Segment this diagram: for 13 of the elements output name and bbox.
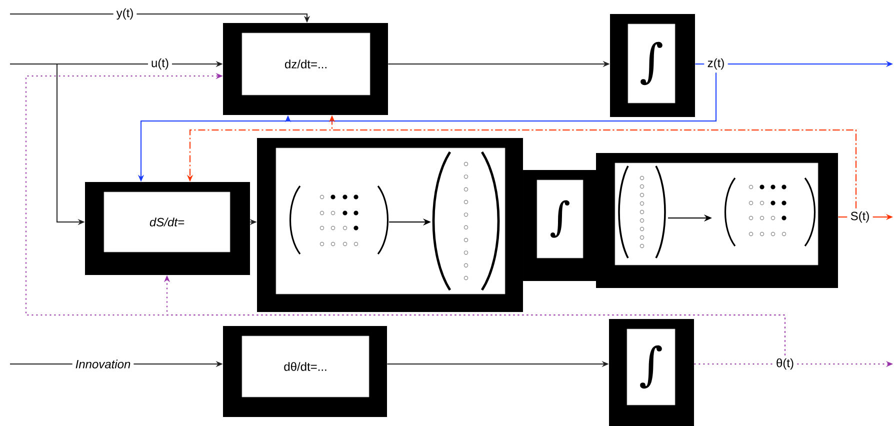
integrator-box: ∫ [609,319,694,426]
integrator-box: ∫ [523,170,597,281]
signal-label: z(t) [704,55,728,73]
equation-box: dθ/dt=... [223,326,387,417]
edge-label: Innovation [72,356,134,372]
integrator-box: ∫ [610,14,695,117]
signal-label: S(t) [847,208,873,226]
equation-box: dS/dt= [85,182,250,275]
equation-box: dz/dt=... [223,23,388,115]
node-label: ∫ [550,200,570,238]
edge-label: u(t) [148,55,172,73]
edge-label: y(t) [113,5,137,23]
signal-label: θ(t) [773,355,797,373]
